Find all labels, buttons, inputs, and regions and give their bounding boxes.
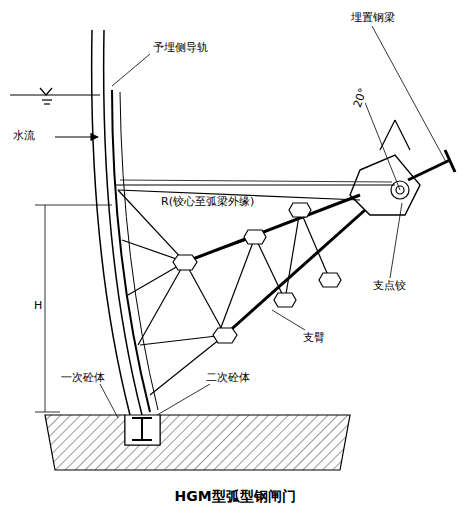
part-label: 支点铰 <box>372 280 407 292</box>
part-label: 二次砼体 <box>205 372 251 384</box>
part-label: 予埋侧导轨 <box>152 42 209 54</box>
dimension-label: H <box>33 300 43 312</box>
part-label: 埋置钢梁 <box>350 12 396 24</box>
part-label: 支臂 <box>302 332 326 344</box>
angle-label: 20° <box>351 86 370 110</box>
flow-label: 水流 <box>12 130 36 142</box>
part-label: 一次砼体 <box>60 372 106 384</box>
dimension-label: R(铰心至弧梁外缘) <box>160 196 255 208</box>
caption: HGM型弧型钢闸门 <box>174 488 295 506</box>
